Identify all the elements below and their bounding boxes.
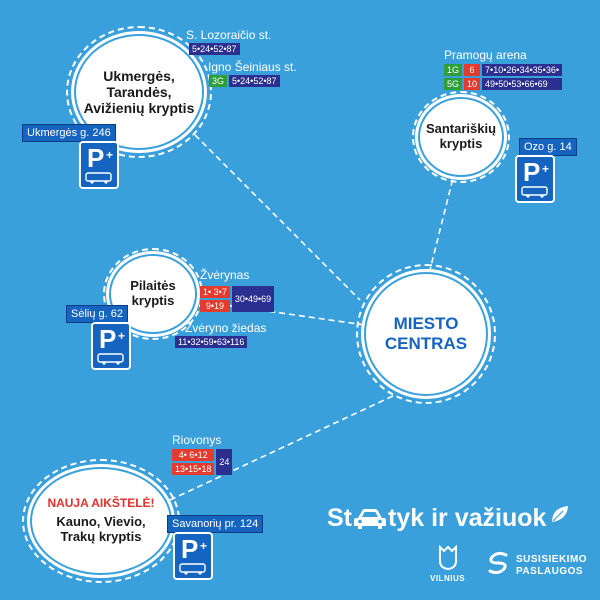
- miesto-line-2: CENTRAS: [384, 334, 468, 353]
- zverynas-routes: 1• 3•7 30•49•69 9•19: [200, 286, 275, 312]
- zveryno-ziedas-stop-name: Žvėryno žiedas: [185, 321, 267, 335]
- miesto-line-1: MIESTO: [393, 314, 459, 334]
- kauno-hub: NAUJA AIKŠTELĖ! Kauno, Vievio, Trakų kry…: [32, 469, 170, 573]
- zverynas-route-red-2: 9•19: [200, 300, 230, 312]
- susisiekimo-logo-icon: [488, 551, 508, 575]
- pramogu-route-5g: 5G: [444, 78, 463, 90]
- santariskiu-hub: Santariškių kryptis: [420, 99, 502, 175]
- brand-text-part-2: tyk ir važiuok: [388, 504, 547, 532]
- ukmerges-parking-sign-icon: P+: [79, 141, 119, 189]
- bus-icon: [521, 186, 548, 198]
- connector-santariskiu-centre: [429, 169, 456, 271]
- riovonys-route-navy: 24: [216, 449, 233, 475]
- riovonys-route-red-2: 13•15•18: [172, 463, 215, 475]
- brand-slogan: St tyk ir važiuok: [327, 504, 571, 533]
- ukmerges-line-3: Avižienių kryptis: [83, 100, 195, 117]
- seliu-parking-address: Sėlių g. 62: [66, 305, 128, 323]
- riovonys-route-red-1: 4• 6•12: [172, 449, 215, 461]
- pramogu-stop-name: Pramogų arena: [444, 48, 527, 62]
- pramogu-route-10: 10: [464, 78, 481, 90]
- pramogu-route-6: 6: [464, 64, 481, 76]
- ozo-parking-address: Ozo g. 14: [519, 138, 577, 156]
- pilaites-line-2: kryptis: [131, 293, 175, 308]
- ukmerges-line-1: Ukmergės,: [103, 67, 175, 84]
- pramogu-route-row2: 49•50•53•66•69: [482, 78, 562, 90]
- santariskiu-line-2: kryptis: [439, 136, 483, 151]
- miesto-dashed-ring: [356, 264, 496, 404]
- vilnius-logo-icon: [439, 545, 457, 571]
- lozoraicio-route-cell: 5•24•52•87: [189, 43, 240, 55]
- brand-text-part-1: St: [327, 504, 352, 532]
- bus-icon: [179, 563, 206, 575]
- lozoraicio-stop-name: S. Lozoraičio st.: [186, 28, 272, 42]
- bus-icon: [85, 172, 112, 184]
- zverynas-route-navy: 30•49•69: [231, 286, 275, 312]
- seliu-parking-sign-icon: P+: [91, 322, 131, 370]
- riovonys-stop-name: Riovonys: [172, 433, 222, 447]
- seiniaus-route-navy: 5•24•52•87: [229, 75, 280, 87]
- pramogu-routes: 1G 6 7•10•26•34•35•36• 5G 10 49•50•53•66…: [444, 64, 562, 90]
- zveryno-ziedas-route-cell: 11•32•59•63•116: [175, 336, 248, 348]
- santariskiu-dashed-ring: [412, 91, 510, 183]
- susisiekimo-logo-text-1: SUSISIEKIMO: [516, 554, 588, 565]
- vilnius-logo-text: VILNIUS: [430, 574, 466, 583]
- ukmerges-dashed-ring: [66, 26, 212, 158]
- seiniaus-route-green: 3G: [209, 75, 228, 87]
- lozoraicio-routes: 5•24•52•87: [189, 43, 240, 55]
- savanoriu-parking-sign-icon: P+: [173, 532, 213, 580]
- seiniaus-stop-name: Igno Šeiniaus st.: [208, 60, 297, 74]
- zveryno-ziedas-routes: 11•32•59•63•116: [175, 336, 248, 348]
- leaf-icon: [552, 505, 569, 522]
- susisiekimo-logo-text-2: PASLAUGOS: [516, 566, 584, 577]
- new-parking-badge: NAUJA AIKŠTELĖ!: [47, 496, 155, 511]
- car-icon: [354, 508, 386, 529]
- zverynas-stop-name: Žvėrynas: [200, 268, 250, 282]
- connector-kauno-centre: [169, 394, 396, 501]
- kauno-line-2: Trakų kryptis: [60, 528, 142, 544]
- riovonys-routes: 4• 6•12 24 13•15•18: [172, 449, 233, 475]
- kauno-line-1: Kauno, Vievio,: [56, 513, 146, 529]
- seiniaus-routes: 3G 5•24•52•87: [209, 75, 280, 87]
- pramogu-route-row1: 7•10•26•34•35•36•: [482, 64, 562, 76]
- ozo-parking-sign-icon: P+: [515, 155, 555, 203]
- savanoriu-parking-address: Savanorių pr. 124: [167, 515, 264, 533]
- ukmerges-line-2: Tarandės,: [106, 83, 172, 100]
- zverynas-route-red-1: 1• 3•7: [200, 286, 230, 298]
- santariskiu-line-1: Santariškių: [425, 121, 497, 137]
- pramogu-route-1g: 1G: [444, 64, 463, 76]
- pilaites-line-1: Pilaitės: [130, 278, 176, 294]
- miesto-centras-hub: MIESTO CENTRAS: [366, 274, 486, 394]
- connector-ukmerges-centre: [194, 134, 361, 301]
- ukmerges-parking-address: Ukmergės g. 246: [22, 124, 116, 142]
- bus-icon: [97, 353, 124, 365]
